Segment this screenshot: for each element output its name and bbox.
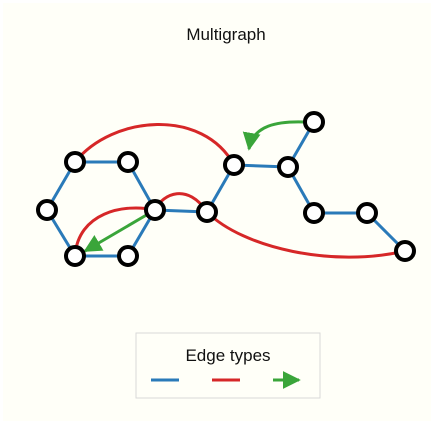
- edge-red-n7-n13: [205, 210, 406, 259]
- node-n11: [303, 202, 325, 224]
- green-edges: [83, 120, 306, 253]
- legend-box: [135, 332, 321, 399]
- node-n5: [64, 245, 86, 267]
- nodes-layer: [36, 111, 416, 267]
- edge-red-n5-n3: [73, 206, 156, 257]
- legend-title: Edge types: [185, 346, 270, 365]
- edge-green-n10-n8: [242, 120, 306, 151]
- node-n4: [117, 245, 139, 267]
- node-n7: [196, 201, 218, 223]
- node-n9: [277, 156, 299, 178]
- node-n3: [144, 199, 166, 221]
- node-n13: [394, 240, 416, 262]
- node-n8: [223, 154, 245, 176]
- edge-red-n1-n8: [73, 123, 236, 166]
- figure-title: Multigraph: [186, 25, 265, 44]
- node-n12: [356, 202, 378, 224]
- legend: Edge types: [135, 332, 321, 399]
- edge-green-n3-n5: [83, 208, 156, 253]
- node-n2: [117, 151, 139, 173]
- multigraph-figure: Multigraph: [3, 3, 431, 421]
- node-n6: [36, 199, 58, 221]
- node-n1: [64, 151, 86, 173]
- node-n10: [303, 111, 325, 133]
